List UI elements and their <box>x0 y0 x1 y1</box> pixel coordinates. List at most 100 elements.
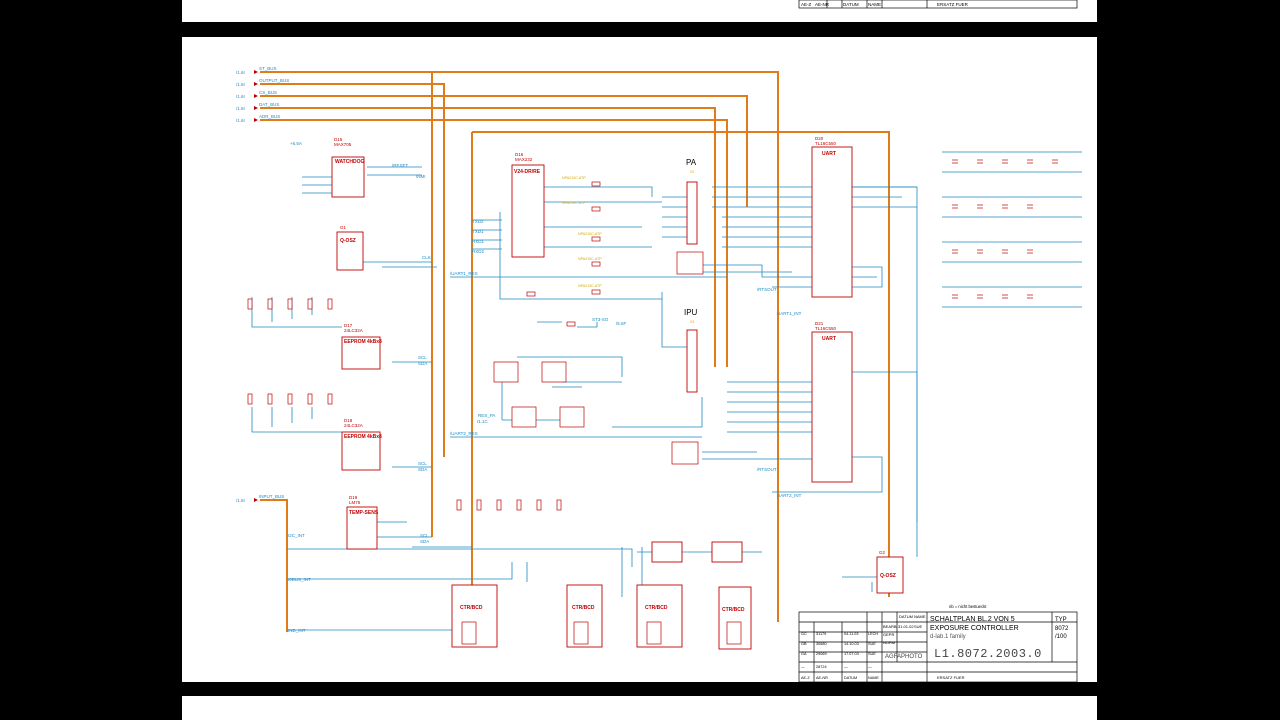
net-st3: ST3-SO <box>592 317 609 322</box>
bus-ref: /1.6I <box>236 106 245 111</box>
net-rtsout: /RTSOUT <box>757 287 777 292</box>
bus-ref: /1.6I <box>236 82 245 87</box>
connector-label: IPU <box>684 308 698 317</box>
net-ind-int: IND_INT <box>288 628 306 633</box>
oscillator-2: G2 Q-OSZ <box>876 550 904 594</box>
net-res-pa: RES_PA <box>478 413 495 418</box>
net-sda: SDA <box>418 467 427 472</box>
svg-text:NPA210C-ATP: NPA210C-ATP <box>578 257 602 261</box>
rev-cell: 29069 <box>816 652 827 656</box>
foot-cell: NAME <box>868 676 879 680</box>
watchdog-chip: D15 MAX705 WATCHDOG +6.5A /RESET /NMI <box>290 137 426 198</box>
next-sheet-edge <box>182 696 1097 720</box>
svg-text:NPA210C-ATP: NPA210C-ATP <box>578 284 602 288</box>
net-uart2-int: UART2_INT <box>777 493 802 498</box>
chip-type: LM75 <box>349 500 361 505</box>
bus-label-input: /1.6I INPUT_BUS <box>236 494 284 503</box>
rev-cell: SUE <box>868 652 876 656</box>
uart-1-chip: D20 TL16C550 UART UART1_INT /RTSOUT <box>757 136 853 316</box>
previous-title-strip: AE-Z AE-NR DATUM NAME ERSATZ FUER <box>798 0 1078 9</box>
counter-chips: CTR/BCD CTR/BCD CTR/BCD CTR/BCD <box>451 584 752 650</box>
tb-bearb: BEARB <box>883 624 897 629</box>
strip-ersatz: ERSATZ FUER <box>937 2 969 7</box>
chip-label: UART <box>822 336 836 342</box>
strip-cell: NAME <box>868 2 881 7</box>
bus-label-adr: /1.6I ADR_BUS <box>236 114 280 123</box>
chip-type: 24LC32A <box>344 423 363 428</box>
bus-lines <box>260 71 890 632</box>
chip-ref: D17 <box>344 323 353 328</box>
chip-type: TL16C550 <box>815 141 837 146</box>
chip-label: UART <box>822 151 836 157</box>
net-rxd1: RXD1 <box>472 239 485 244</box>
net-clk: CLK <box>422 255 431 260</box>
temp-sensor-chip: D19 LM75 TEMP-SENS SCL SDA <box>346 495 429 550</box>
chip-type: MAX232 <box>515 157 533 162</box>
bus-ref: /1.6I <box>236 498 245 503</box>
net-uart1-res: /UART1_RES <box>450 271 478 276</box>
previous-sheet-edge: AE-Z AE-NR DATUM NAME ERSATZ FUER <box>182 0 1097 22</box>
tb-ersatz: ERSATZ FUER <box>937 675 965 680</box>
bus-label-cs: /1.6I CS_BUS <box>236 90 277 99</box>
bus-label-output: /1.6I OUTPUT_BUS <box>236 78 289 87</box>
protection-components: NPA210C-ATP NPA210C-ATP NPA210C-ATP NPA2… <box>526 176 627 327</box>
schematic-sheet: /1.6I ST_BUS /1.6I OUTPUT_BUS /1.6I CS_B… <box>182 37 1097 682</box>
chip-ref: D16 <box>515 152 524 157</box>
rs232-chip: D16 MAX232 V24-DR/RE TXD2 TXD1 RXD1 RXD2 <box>472 152 545 258</box>
net-scl: SCL <box>418 355 427 360</box>
rev-cell: 17.07.03 <box>844 652 859 656</box>
chip-label: EEPROM 4kBx8 <box>344 339 382 345</box>
svg-text:NPA210C-ATP: NPA210C-ATP <box>578 232 602 236</box>
note-nb: nb = nicht bestueckt <box>949 604 987 609</box>
connector-label: PA <box>686 158 697 167</box>
chip-ref: G2 <box>879 550 886 555</box>
rev-cell: GC <box>801 632 807 636</box>
chip-ref: G1 <box>340 225 347 230</box>
tb-bearb-name: SUE <box>914 624 923 629</box>
tb-family: d-lab.1 family <box>930 634 966 640</box>
bus-name: ADR_BUS <box>259 114 280 119</box>
capacitor-banks <box>952 159 1058 299</box>
rev-cell: 31179 <box>816 632 826 636</box>
chip-label: CTR/BCD <box>460 605 483 611</box>
bus-name: DAT_BUS <box>259 102 279 107</box>
chip-ref: D15 <box>334 137 343 142</box>
chip-type: 24LC32A <box>344 328 363 333</box>
tb-typ-label: TYP <box>1055 617 1067 623</box>
bus-ref: /1.6I <box>236 70 245 75</box>
chip-label: Q-OSZ <box>880 573 896 579</box>
net-i0bus-int: I0BUS_INT <box>288 577 311 582</box>
chip-ref: D21 <box>815 321 824 326</box>
eeprom-1: D17 24LC32A EEPROM 4kBx8 SCL SDA <box>341 323 427 370</box>
drawing-number: L1.8072.2003.0 <box>934 647 1042 661</box>
svg-text:NPA210C-ATP: NPA210C-ATP <box>562 176 586 180</box>
bus-ref: /1.6I <box>236 94 245 99</box>
signal-wires <box>251 151 1082 631</box>
bus-name: CS_BUS <box>259 90 277 95</box>
net-scl: SCL <box>420 533 429 538</box>
oscillator-1: G1 Q-OSZ CLK <box>336 225 431 271</box>
foot-cell: DATUM <box>844 676 857 680</box>
tb-title: SCHALTPLAN BL.2 VON 5 <box>930 616 1015 623</box>
net-sda: SDA <box>418 361 427 366</box>
bus-ref: /1.6I <box>236 118 245 123</box>
net-scl: SCL <box>418 461 427 466</box>
net-uart1-int: UART1_INT <box>777 311 802 316</box>
logic-gates: /1.1C RES_PA <box>477 251 704 465</box>
rev-cell: 30680 <box>816 642 827 646</box>
chip-label: CTR/BCD <box>722 607 745 613</box>
tb-name: NAME <box>914 614 926 619</box>
strip-cell: AE-NR <box>815 2 830 7</box>
rev-cell: 14.10.03 <box>844 642 859 646</box>
chip-label: Q-OSZ <box>340 238 356 244</box>
net-sda: SDA <box>420 539 429 544</box>
chip-type: TL16C550 <box>815 326 837 331</box>
rev-cell: GA <box>801 652 807 656</box>
uart-2-chip: D21 TL16C550 UART UART2_INT /RTSOUT <box>757 321 853 498</box>
rev-cell: — <box>844 665 848 669</box>
connector-ref: X2 <box>690 170 694 174</box>
rev-cell: 28724 <box>816 665 827 669</box>
tb-typ-sub: /100 <box>1055 634 1067 640</box>
chip-type: MAX705 <box>334 142 352 147</box>
connector-ref: X3 <box>690 320 694 324</box>
